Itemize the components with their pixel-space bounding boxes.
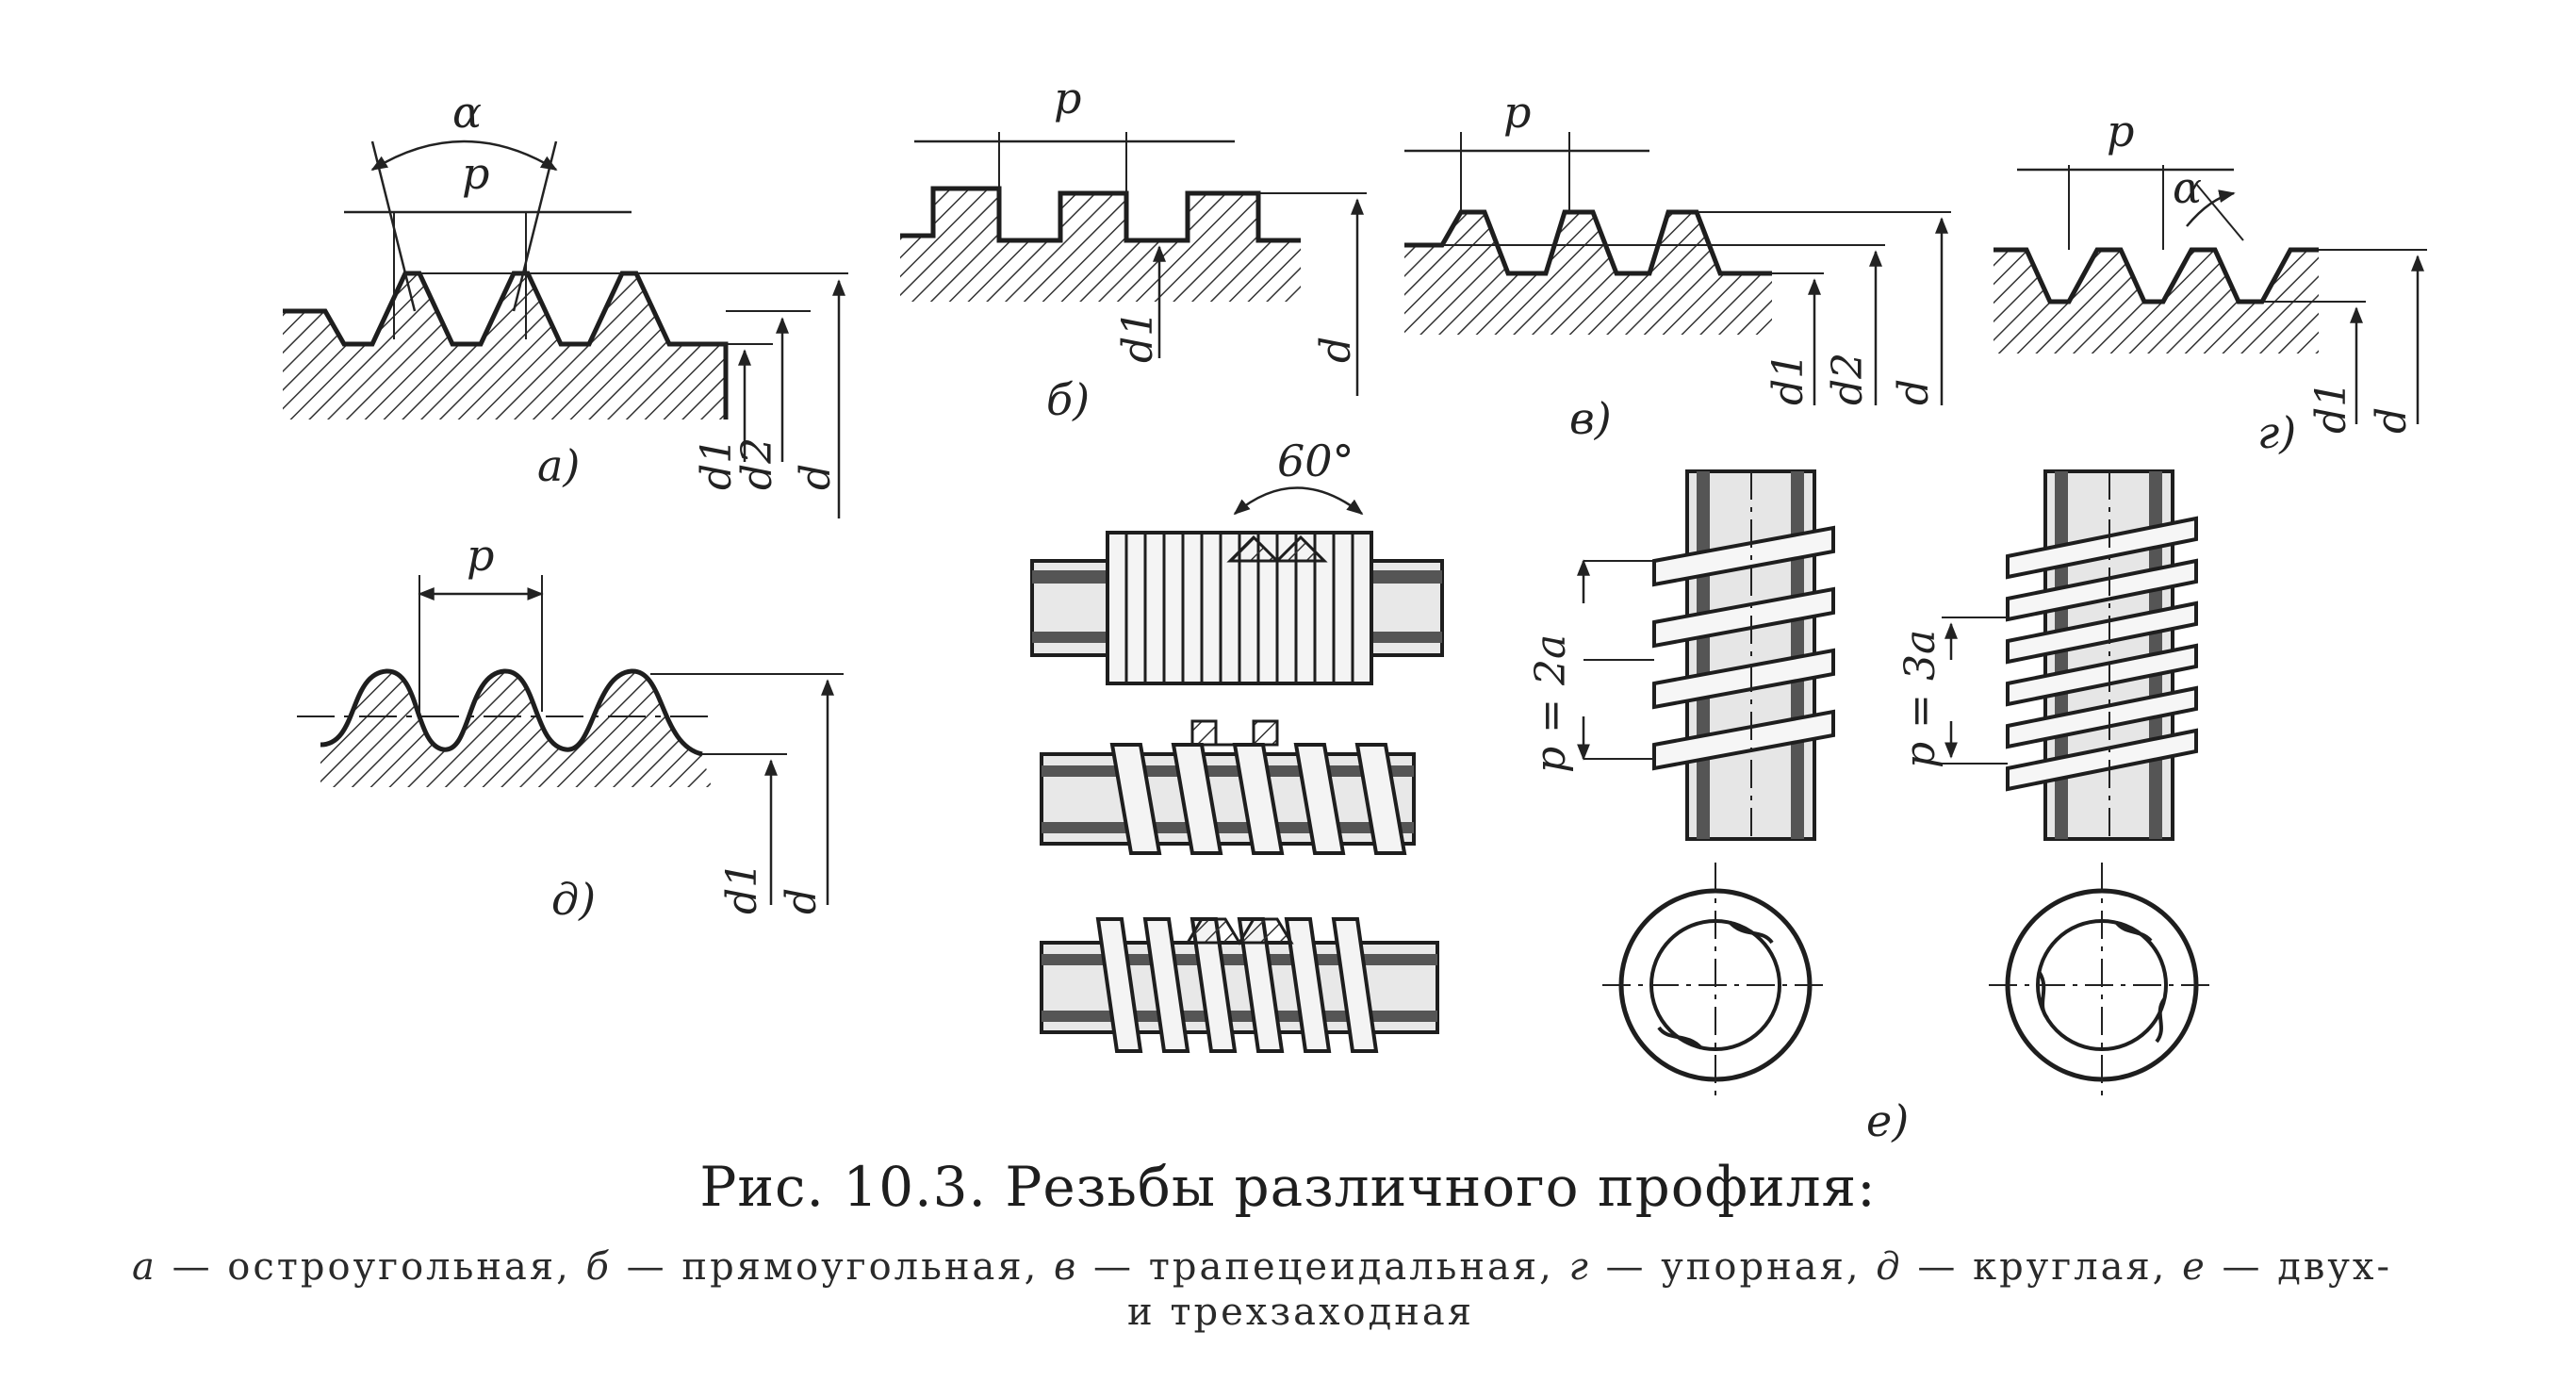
legend-text-g: упорная, [1661,1245,1862,1289]
legend-letter-g: г [1568,1245,1591,1289]
panel-g-dim-d1: d1 [2307,381,2355,434]
legend-letter-d: д [1876,1245,1903,1289]
panel-d-dim-d1: d1 [718,862,766,914]
panel-v-profile-body [1404,212,1772,335]
bolt-triangular: 60° [1030,436,1444,685]
panel-a-pitch-label: p [462,148,489,199]
panel-e-label: е) [1866,1095,1909,1146]
panel-b-pitch-label: p [1054,73,1081,123]
panel-a-dim-d2: d2 [733,437,781,490]
triple-start-screw: p = 3a [1896,469,2215,1103]
panel-d-round-thread: p д) d1 d [297,530,844,925]
panel-d-label: д) [551,874,596,925]
double-start-screw: p = 2a [1527,469,1835,1103]
panel-b-profile-body [900,189,1301,302]
legend-text-d: круглая, [1973,1245,2168,1289]
panel-v-dim-d2: d2 [1824,353,1872,405]
panel-g-label: г) [2257,407,2296,458]
pitch-triple-label: p = 3a [1896,630,1944,768]
bolt-rectangular [1040,719,1416,855]
panel-b-label: б) [1046,374,1090,425]
panel-v-pitch-label: p [1503,87,1531,138]
panel-e-threaded-bolts: 60° [1030,436,1444,1053]
panel-g-buttress-thread: p α г) d1 d [1994,106,2427,458]
panel-v-label: в) [1569,393,1612,444]
legend-letter-b: б [585,1245,612,1289]
legend-letter-e: е [2182,1245,2207,1289]
legend-text-b: прямоугольная, [681,1245,1040,1289]
panel-a-triangular-thread: α p а) d1 d2 d [283,87,848,518]
panel-v-dim-d1: d1 [1764,353,1813,405]
panel-v-trapezoidal-thread: p в) d1 d2 d [1404,87,1951,444]
panel-e-multistart-threads: p = 2a p = 3a [1527,469,2215,1146]
panel-v-profile-line [1404,209,1772,276]
bolt-trapezoidal [1040,917,1439,1053]
panel-a-angle-label: α [452,87,482,138]
legend-letter-v: в [1054,1245,1079,1289]
panel-b-dim-d: d [1312,337,1360,363]
panel-a-dim-d: d [792,464,840,490]
panel-d-dim-d: d [778,888,826,914]
legend-text-v: трапецеидальная, [1148,1245,1554,1289]
panel-d-profile-line [320,668,703,757]
panel-b-dim-d1: d1 [1114,310,1162,363]
panel-v-dim-d: d [1890,379,1938,405]
panel-b-profile-line [900,186,1301,243]
panel-d-pitch-label: p [467,530,494,581]
panel-g-dim-d: d [2368,407,2416,434]
legend-line-2: и трехзаходная [1126,1291,1474,1334]
legend-text-a: остроугольная, [227,1245,571,1289]
panel-b-rectangular-thread: p б) d1 d [900,73,1367,425]
panel-g-angle-label: α [2173,162,2202,213]
figure-legend: а — остроугольная, б — прямоугольная, в … [132,1244,2576,1335]
legend-letter-a: а [132,1245,157,1289]
panel-g-pitch-label: p [2107,106,2134,156]
pitch-double-label: p = 2a [1527,634,1575,773]
panel-d-profile-body [320,670,712,787]
panel-a-label: а) [537,440,580,491]
panel-a-dim-d1: d1 [693,437,741,490]
legend-line-1: а — остроугольная, б — прямоугольная, в … [132,1245,2392,1289]
panel-e-angle-label: 60° [1277,436,1354,486]
figure-caption: Рис. 10.3. Резьбы различного профиля: [699,1155,1877,1219]
panel-g-profile-line [1994,247,2319,304]
legend-text-e: двух- [2277,1245,2392,1289]
